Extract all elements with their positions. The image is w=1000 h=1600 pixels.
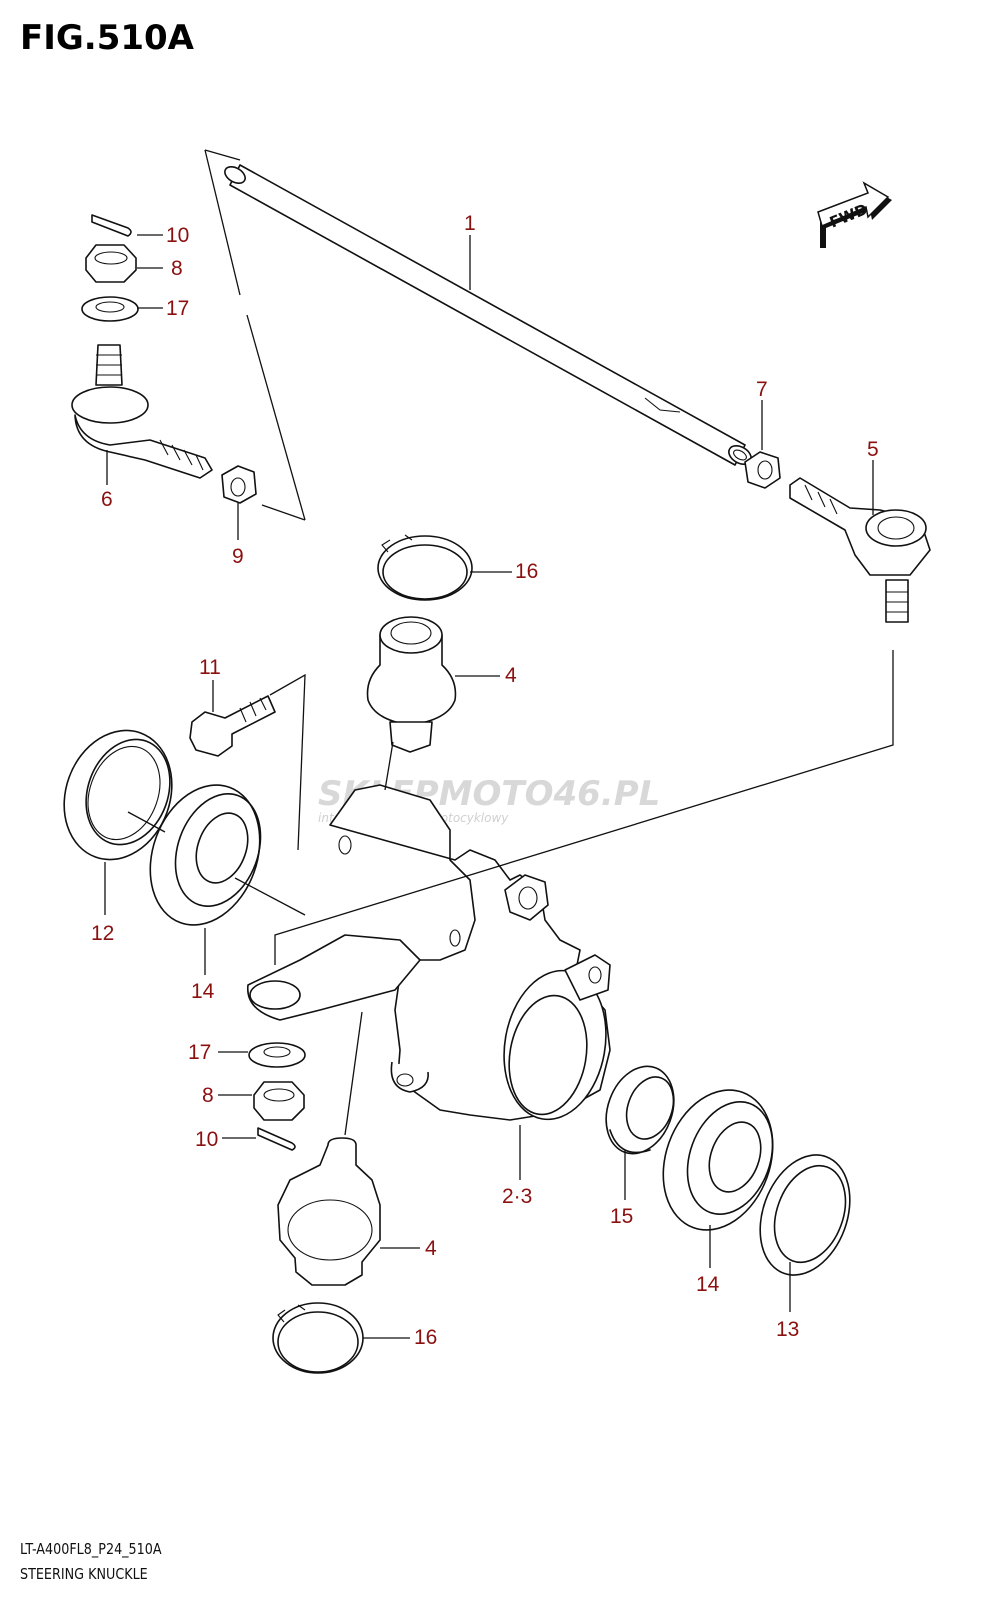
callout-leaders [104, 234, 874, 1339]
callout-10-lower: 10 [195, 1128, 218, 1151]
callout-8-lower: 8 [202, 1084, 214, 1107]
callout-14-right: 14 [696, 1273, 720, 1296]
callouts: 10 8 17 6 9 1 7 5 16 4 11 12 14 17 8 10 … [91, 212, 879, 1349]
tie-rod-end-left [71, 344, 213, 479]
callout-2-3: 2·3 [502, 1185, 532, 1208]
callout-12: 12 [91, 922, 114, 945]
bearing-left [149, 784, 262, 926]
ball-joint-lower [277, 1137, 381, 1286]
bearing-right [662, 1089, 774, 1231]
callout-9: 9 [232, 545, 244, 568]
lock-nut-left [221, 465, 257, 504]
callout-7: 7 [756, 378, 768, 401]
callout-17-upper: 17 [166, 297, 189, 320]
callout-11: 11 [199, 656, 221, 679]
callout-5: 5 [867, 438, 879, 461]
circlip-upper [377, 534, 473, 601]
figure-title: FIG.510A [20, 18, 194, 58]
ball-joint-upper [366, 616, 457, 753]
figure-code: LT-A400FL8_P24_510A [20, 1540, 162, 1558]
washer-upper [81, 296, 139, 322]
castle-nut-lower [253, 1081, 305, 1121]
callout-10-upper: 10 [166, 224, 189, 247]
washer-lower [248, 1042, 306, 1068]
callout-16-lower: 16 [414, 1326, 437, 1349]
circlip-lower [272, 1302, 364, 1374]
steering-knuckle [247, 784, 611, 1121]
cotter-pin-lower [257, 1127, 296, 1151]
callout-6: 6 [101, 488, 113, 511]
bolt [189, 695, 276, 757]
castle-nut-upper [85, 244, 137, 283]
oil-seal-left [63, 729, 173, 861]
callout-17-lower: 17 [188, 1041, 211, 1064]
cotter-pin-upper [91, 214, 132, 237]
callout-8-upper: 8 [171, 257, 183, 280]
callout-16-upper: 16 [515, 560, 538, 583]
figure-name: STEERING KNUCKLE [20, 1565, 148, 1583]
oil-seal-right [759, 1154, 851, 1276]
callout-15: 15 [610, 1205, 633, 1228]
lock-nut-right [744, 451, 781, 489]
callout-4-lower: 4 [425, 1237, 437, 1260]
callout-14-left: 14 [191, 980, 215, 1003]
tie-rod-end-right [789, 477, 931, 623]
callout-1: 1 [464, 212, 476, 235]
callout-4-upper: 4 [505, 664, 517, 687]
tie-rod [224, 164, 752, 466]
callout-13: 13 [776, 1318, 799, 1341]
fwd-arrow-icon: FWD [817, 181, 892, 248]
